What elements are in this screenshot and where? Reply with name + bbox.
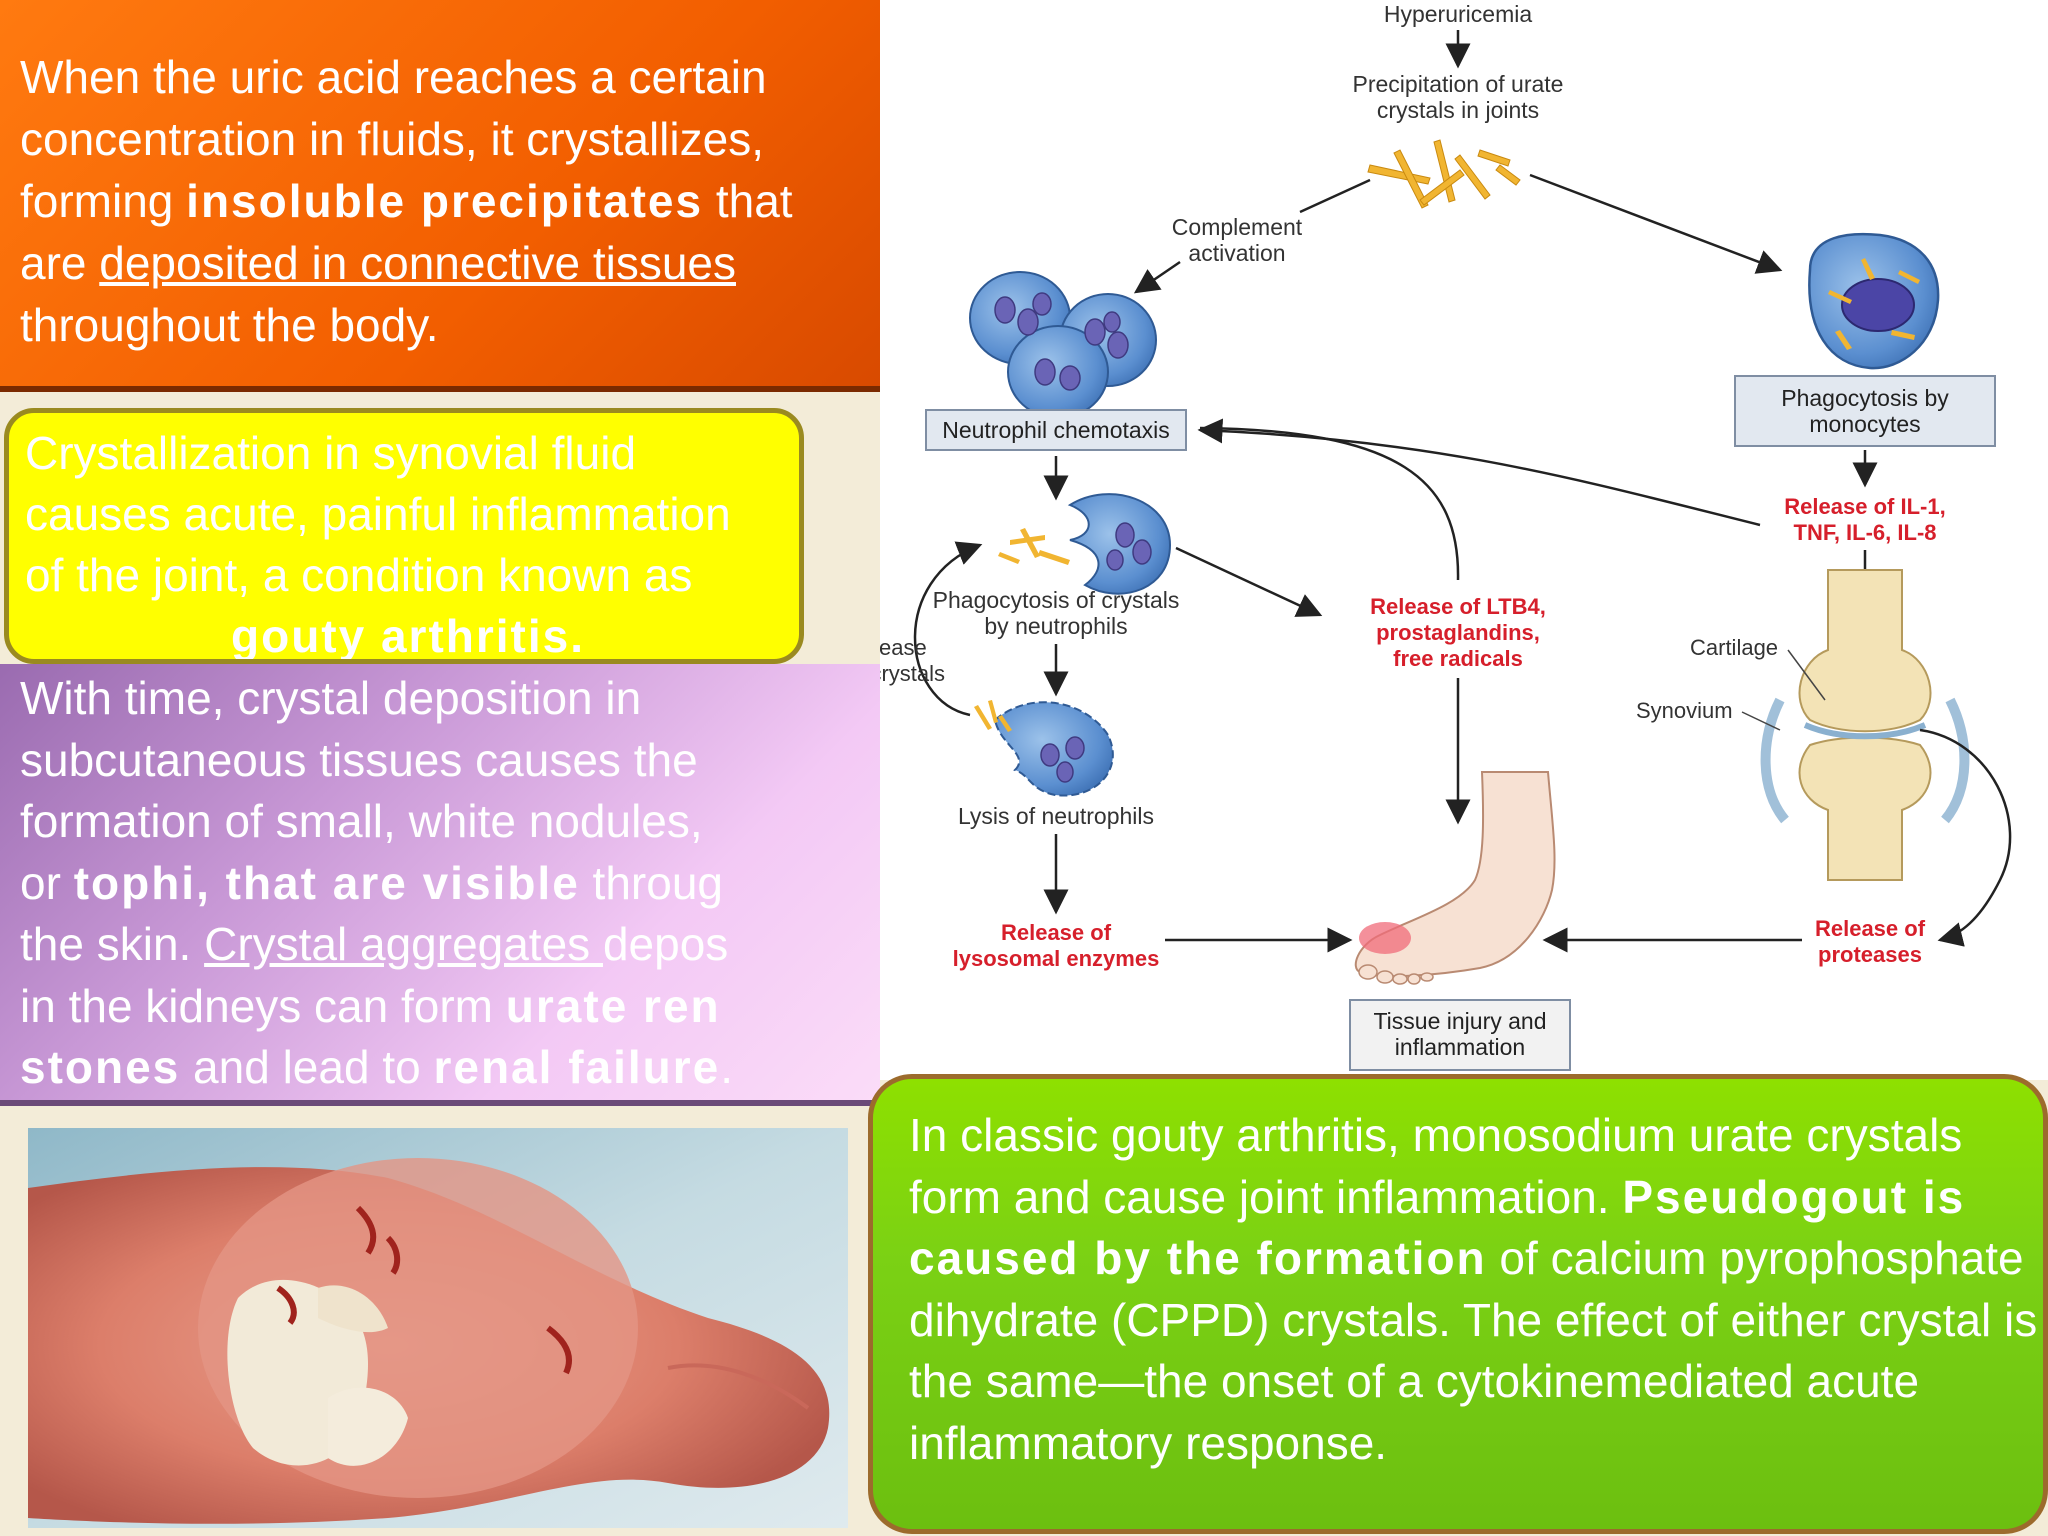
pink-line-6: in the kidneys can form urate ren xyxy=(20,976,880,1038)
yellow-line-2: causes acute, painful inflammation xyxy=(25,488,731,540)
label-il-release-1: Release of IL-1, xyxy=(1784,494,1945,519)
label-release-crystals-2: of crystals xyxy=(880,661,945,686)
label-release-crystals-1: Release xyxy=(880,635,927,660)
text-segment: and lead to xyxy=(180,1041,434,1093)
bold-tophi: tophi, that are visible xyxy=(73,856,580,909)
label-proteases-2: proteases xyxy=(1818,942,1922,967)
label-phago-neut-1: Phagocytosis of crystals xyxy=(933,587,1180,613)
box-phagocytosis-monocytes xyxy=(1734,375,1996,447)
label-lysosomal-1: Release of xyxy=(1001,920,1112,945)
text-segment: that are xyxy=(20,175,793,289)
pink-line-7: stones and lead to renal failure. xyxy=(20,1037,880,1099)
yellow-line-4: gouty arthritis. xyxy=(25,606,799,662)
text-segment: throughout the body. xyxy=(20,299,439,351)
label-hyperuricemia: Hyperuricemia xyxy=(1384,1,1532,27)
label-complement-2: activation xyxy=(1188,240,1285,266)
orange-paragraph: When the uric acid reaches a certain con… xyxy=(20,46,870,356)
label-ltb4-3: free radicals xyxy=(1393,646,1523,671)
pink-line-2: subcutaneous tissues causes the xyxy=(20,733,698,786)
label-lysosomal-2: lysosomal enzymes xyxy=(953,946,1160,971)
yellow-text-box: Crystallization in synovial fluid causes… xyxy=(4,408,804,664)
bold-pseudogout: Pseudogout is caused by the formation xyxy=(909,1170,1966,1285)
label-ltb4-2: prostaglandins, xyxy=(1376,620,1540,645)
text-segment: in the kidneys can form xyxy=(20,979,506,1032)
knee-joint-icon xyxy=(1760,569,1970,881)
gout-pathogenesis-diagram: Hyperuricemia Precipitation of urate cry… xyxy=(880,0,2048,1080)
pink-line-4: or tophi, that are visible throug xyxy=(20,853,880,915)
bold-urate-renal: urate ren xyxy=(505,979,721,1032)
pink-line-1: With time, crystal deposition in xyxy=(20,672,642,724)
underlined-crystal-aggregates: Crystal aggregates xyxy=(204,918,603,970)
label-phago-mono-2: monocytes xyxy=(1809,411,1920,437)
urate-crystals-icon xyxy=(1367,139,1521,209)
pink-line-5: the skin. Crystal aggregates depos xyxy=(20,914,880,976)
yellow-line-1: Crystallization in synovial fluid xyxy=(25,427,637,479)
bold-renal-failure: renal failure xyxy=(433,1041,721,1093)
label-precip-1: Precipitation of urate xyxy=(1353,71,1564,97)
text-segment: or xyxy=(20,856,74,909)
orange-text-box: When the uric acid reaches a certain con… xyxy=(0,0,890,392)
yellow-line-3: of the joint, a condition known as xyxy=(25,549,693,601)
text-segment: In classic gouty arthritis, monosodium u… xyxy=(909,1109,1963,1223)
label-phago-neut-2: by neutrophils xyxy=(984,613,1127,639)
label-phago-mono-1: Phagocytosis by xyxy=(1781,385,1949,411)
label-lysis: Lysis of neutrophils xyxy=(958,803,1154,829)
neutrophil-cluster-icon xyxy=(969,271,1157,419)
phagocytosing-neutrophil-icon xyxy=(998,493,1172,595)
text-segment: . xyxy=(720,1041,734,1093)
label-tissue-2: inflammation xyxy=(1395,1034,1525,1060)
bold-gouty-arthritis: gouty arthritis. xyxy=(231,610,586,662)
label-proteases-1: Release of xyxy=(1815,916,1926,941)
label-complement-1: Complement xyxy=(1172,214,1303,240)
bold-stones: stones xyxy=(20,1041,181,1093)
green-text-box: In classic gouty arthritis, monosodium u… xyxy=(868,1074,2048,1534)
text-segment: throug xyxy=(579,856,723,909)
lysing-neutrophil-icon xyxy=(974,700,1114,797)
label-cartilage: Cartilage xyxy=(1690,635,1778,660)
pink-line-3: formation of small, white nodules, xyxy=(20,795,703,847)
label-neutrophil-chemotaxis: Neutrophil chemotaxis xyxy=(942,417,1170,443)
text-segment: When the uric acid reaches a certain con… xyxy=(20,51,767,227)
label-tissue-1: Tissue injury and xyxy=(1373,1008,1546,1034)
box-tissue-injury xyxy=(1349,999,1571,1071)
text-segment: the skin. xyxy=(20,918,205,970)
label-il-release-2: TNF, IL-6, IL-8 xyxy=(1794,520,1937,545)
pink-text-box: With time, crystal deposition in subcuta… xyxy=(0,664,880,1106)
label-precip-2: crystals in joints xyxy=(1377,97,1539,123)
gout-toe-photo xyxy=(28,1128,848,1528)
text-segment: of calcium pyrophosphate dihydrate (CPPD… xyxy=(909,1232,2038,1469)
underlined-connective-tissues: deposited in connective tissues xyxy=(99,237,736,289)
box-neutrophil-chemotaxis xyxy=(925,409,1187,451)
bold-insoluble-precipitates: insoluble precipitates xyxy=(186,175,704,227)
green-paragraph: In classic gouty arthritis, monosodium u… xyxy=(909,1105,2043,1474)
text-segment: depos xyxy=(602,918,729,970)
foot-icon xyxy=(1354,771,1556,985)
monocyte-icon xyxy=(1808,232,1940,370)
label-ltb4-1: Release of LTB4, xyxy=(1370,594,1546,619)
label-synovium: Synovium xyxy=(1636,698,1733,723)
